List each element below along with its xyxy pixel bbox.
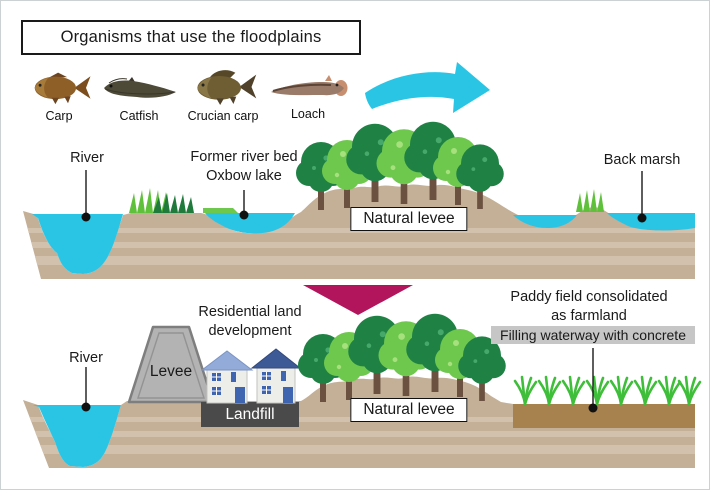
rice-plant (537, 375, 562, 406)
house-light-roof (200, 350, 254, 404)
fish-label: Loach (290, 107, 326, 121)
rice-plants (513, 375, 702, 406)
label-landfill: Landfill (225, 406, 275, 423)
label-former-line1: Former river bed (190, 149, 298, 165)
top-cross-section (23, 121, 695, 279)
rice-plant (609, 375, 634, 406)
oxbow-green-patch (203, 208, 238, 213)
riverbank-grass-dark (153, 193, 194, 213)
fish-label: Carp (45, 109, 73, 123)
landfill-block (201, 402, 299, 427)
rice-plant (513, 375, 538, 406)
label-natural-levee-top: Natural levee (350, 207, 468, 231)
top-leader-dots (81, 210, 647, 223)
label-residential-line1: Residential land (198, 304, 302, 320)
rice-plant (633, 375, 658, 406)
label-river-top: River (70, 150, 104, 166)
loach-icon (271, 75, 348, 96)
back-marsh-pool-left (513, 215, 577, 228)
bottom-river-water (33, 405, 121, 467)
back-marsh-pool-right (607, 213, 695, 231)
bottom-cross-section (23, 313, 702, 468)
fish-crucian-carp: Crucian carp (185, 65, 261, 123)
label-paddy-line1: Paddy field consolidated (510, 289, 668, 305)
label-paddy-field: Paddy field consolidated as farmland (510, 288, 667, 326)
rice-plant (677, 375, 702, 406)
fish-carp: Carp (23, 67, 95, 123)
label-natural-levee-bottom: Natural levee (350, 398, 468, 422)
label-residential-line2: development (208, 323, 292, 340)
levee-structure (127, 325, 215, 404)
bottom-leader-lines (85, 348, 594, 407)
bottom-leader-dots (81, 402, 598, 413)
fish-label: Crucian carp (187, 109, 259, 123)
rice-plant (585, 375, 610, 406)
flow-arrow-icon (365, 62, 490, 113)
page-title: Organisms that use the floodplains (21, 20, 361, 55)
fish-catfish: Catfish (99, 69, 179, 123)
label-river-bottom: River (69, 350, 103, 366)
page-title-text: Organisms that use the floodplains (60, 28, 322, 46)
fish-loach: Loach (265, 71, 351, 121)
label-filling-waterway: Filling waterway with concrete (491, 326, 695, 344)
label-residential: Residential land development (198, 303, 301, 341)
label-paddy-line2: as farmland (551, 308, 627, 325)
label-former-river-bed: Former river bed Oxbow lake (190, 148, 297, 186)
label-former-line2: Oxbow lake (206, 168, 282, 185)
rice-plant (561, 375, 586, 406)
oxbow-lake-water (205, 213, 295, 234)
carp-icon (34, 72, 91, 105)
catfish-icon (104, 77, 176, 98)
marsh-grass (576, 189, 604, 212)
label-levee: Levee (149, 363, 193, 380)
house-dark-roof (250, 348, 302, 404)
fish-label: Catfish (119, 109, 159, 123)
transition-arrow-icon (303, 285, 413, 315)
top-river-water (32, 214, 123, 274)
label-back-marsh: Back marsh (603, 152, 681, 168)
top-leader-lines (85, 170, 643, 217)
rice-plant (657, 375, 682, 406)
paddy-soil (513, 404, 695, 428)
crucian-carp-icon (197, 70, 257, 105)
